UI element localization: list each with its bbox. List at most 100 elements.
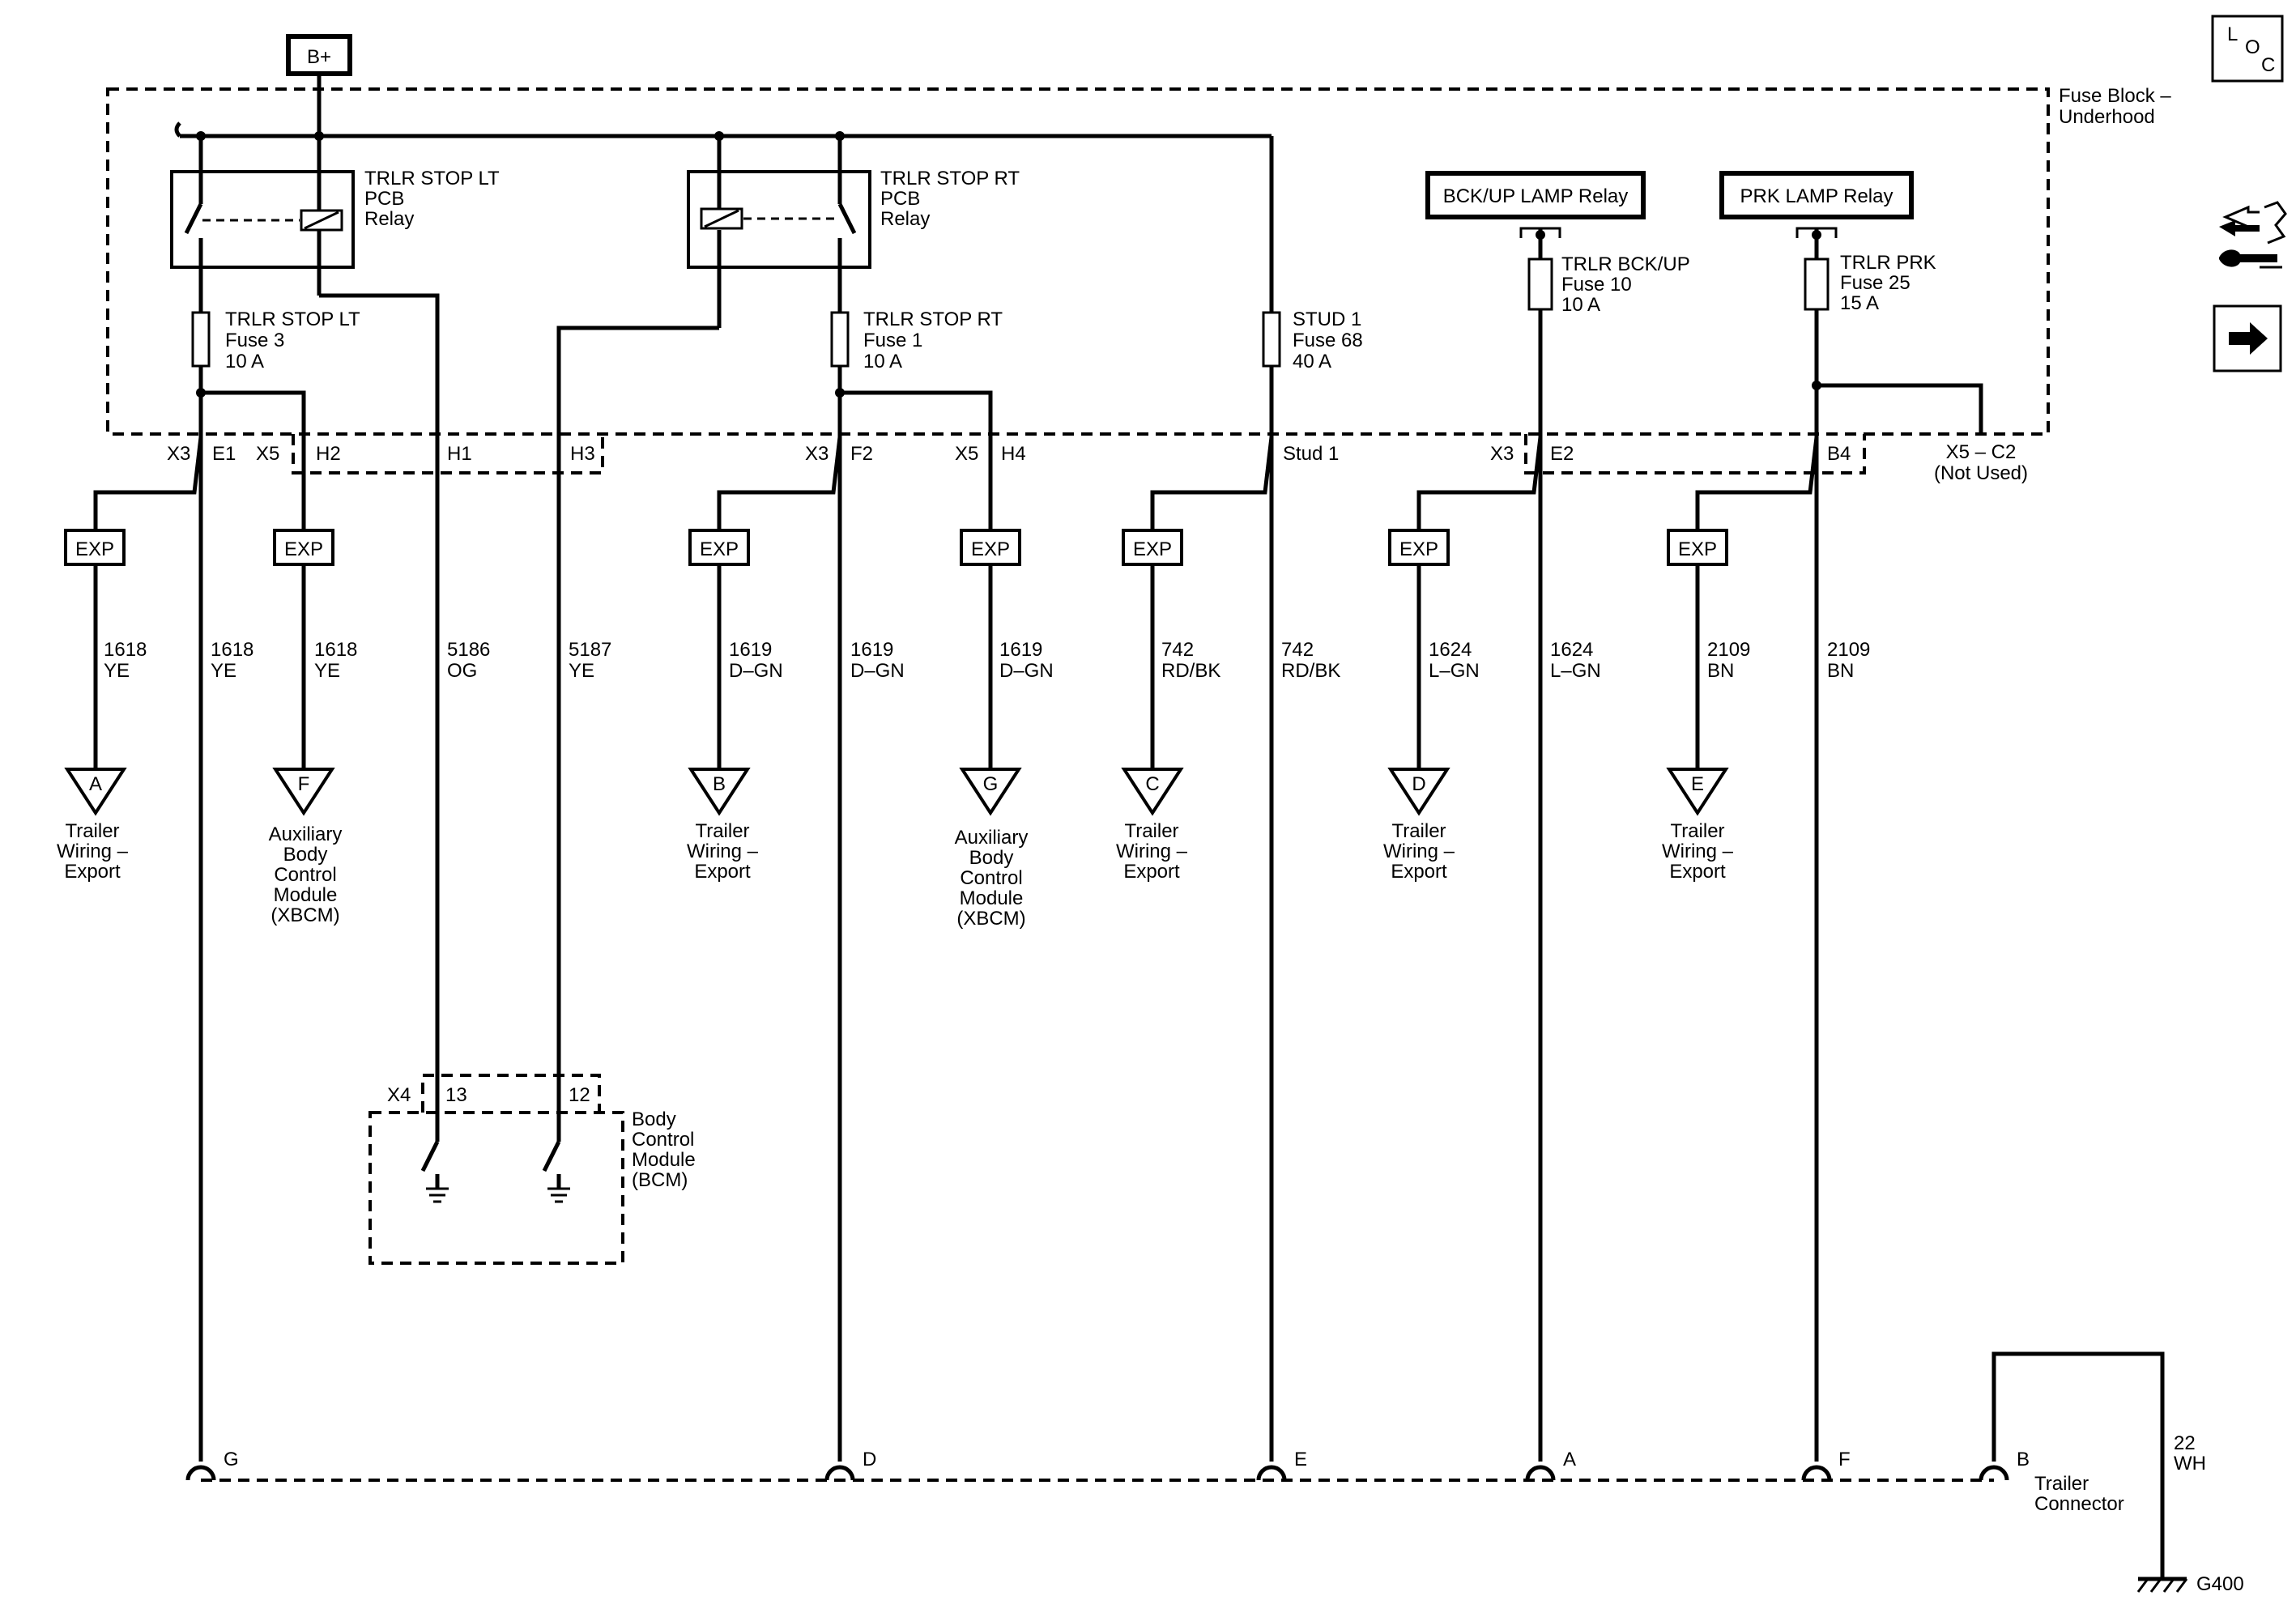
fuse-68-l2: Fuse 68 <box>1293 330 1363 351</box>
svg-text:YE: YE <box>211 660 236 682</box>
svg-text:G: G <box>983 773 999 795</box>
conn-h3: H3 <box>570 443 595 465</box>
dest-f-arrow: F Auxiliary Body Control Module (XBCM) <box>269 768 343 926</box>
svg-text:Export: Export <box>1669 861 1726 883</box>
svg-text:BN: BN <box>1827 660 1854 682</box>
svg-text:Trailer: Trailer <box>1670 820 1724 842</box>
exp-e: EXP <box>1667 529 1728 769</box>
fuse-1 <box>830 311 850 368</box>
fuse-10-l2: Fuse 10 <box>1561 274 1632 296</box>
svg-text:Export: Export <box>694 861 751 883</box>
conn-x3-a: X3 <box>167 443 190 465</box>
conn-stud1: Stud 1 <box>1283 443 1339 465</box>
svg-text:1618: 1618 <box>104 639 147 661</box>
conn-h1: H1 <box>447 443 472 465</box>
conn-not-used: (Not Used) <box>1934 462 2028 484</box>
svg-text:(XBCM): (XBCM) <box>956 908 1025 930</box>
svg-text:RD/BK: RD/BK <box>1161 660 1220 682</box>
svg-text:D: D <box>1412 773 1425 795</box>
trailer-pin-e: E <box>1294 1449 1307 1470</box>
svg-text:D–GN: D–GN <box>999 660 1054 682</box>
fuse-10 <box>1527 257 1553 311</box>
svg-text:L–GN: L–GN <box>1550 660 1601 682</box>
trailer-pin-d: D <box>863 1449 876 1470</box>
svg-text:L–GN: L–GN <box>1429 660 1480 682</box>
svg-text:L: L <box>2227 23 2238 45</box>
conn-x3-c: X3 <box>1490 443 1514 465</box>
svg-text:1618: 1618 <box>211 639 253 661</box>
svg-text:D–GN: D–GN <box>729 660 783 682</box>
fuse-3-l1: TRLR STOP LT <box>225 309 360 330</box>
exp-g: EXP <box>960 529 1021 769</box>
svg-text:Auxiliary: Auxiliary <box>955 827 1029 849</box>
bcm-outline <box>368 1111 624 1265</box>
relay-stop-lt-l3: Relay <box>364 208 414 230</box>
fuse-1-l2: Fuse 1 <box>863 330 922 351</box>
dest-c-arrow: C Trailer Wiring – Export <box>1116 768 1188 883</box>
svg-text:F: F <box>298 773 310 795</box>
relay-prk-lamp-label: PRK LAMP Relay <box>1740 185 1893 207</box>
ground-symbol <box>2136 1577 2188 1593</box>
svg-text:Module: Module <box>960 887 1024 909</box>
exp-f: EXP <box>273 529 334 769</box>
conn-h4: H4 <box>1001 443 1026 465</box>
dest-d-arrow: D Trailer Wiring – Export <box>1383 768 1455 883</box>
power-source-label: B+ <box>307 46 331 68</box>
svg-text:Auxiliary: Auxiliary <box>269 823 343 845</box>
fuse-10-l3: 10 A <box>1561 294 1600 316</box>
trailer-pin-a: A <box>1563 1449 1576 1470</box>
svg-text:2109: 2109 <box>1827 639 1870 661</box>
svg-text:5187: 5187 <box>569 639 611 661</box>
svg-text:Export: Export <box>64 861 121 883</box>
svg-text:A: A <box>89 773 102 795</box>
exp-b: EXP <box>688 529 750 769</box>
svg-text:(XBCM): (XBCM) <box>270 904 339 926</box>
svg-text:RD/BK: RD/BK <box>1281 660 1340 682</box>
trailer-pin-b: B <box>2017 1449 2030 1470</box>
bcm-pin-13: 13 <box>445 1084 467 1106</box>
svg-text:1619: 1619 <box>999 639 1042 661</box>
relay-prk-lamp <box>1719 171 1914 219</box>
fuse-25-l1: TRLR PRK <box>1840 252 1936 274</box>
svg-text:Wiring –: Wiring – <box>57 840 129 862</box>
fuse-68-l1: STUD 1 <box>1293 309 1361 330</box>
relay-bckup-lamp <box>1425 171 1646 219</box>
svg-text:Wiring –: Wiring – <box>1383 840 1455 862</box>
svg-text:EXP: EXP <box>284 538 323 560</box>
svg-text:Export: Export <box>1391 861 1447 883</box>
svg-text:742: 742 <box>1281 639 1314 661</box>
svg-text:YE: YE <box>569 660 594 682</box>
svg-text:1618: 1618 <box>314 639 357 661</box>
svg-text:Trailer: Trailer <box>1391 820 1446 842</box>
loc-icon[interactable]: L O C <box>2211 15 2284 83</box>
fuse-block-label-1: Fuse Block – <box>2059 85 2171 107</box>
bcm-conn-x4: X4 <box>387 1084 411 1106</box>
conn-x5-b: X5 <box>955 443 978 465</box>
svg-text:O: O <box>2245 36 2260 58</box>
svg-text:Body: Body <box>969 847 1014 869</box>
next-arrow-icon[interactable] <box>2213 304 2282 372</box>
relay-bckup-lamp-label: BCK/UP LAMP Relay <box>1443 185 1629 207</box>
fuse-25-l2: Fuse 25 <box>1840 272 1910 294</box>
fuse-3-l2: Fuse 3 <box>225 330 284 351</box>
svg-text:1624: 1624 <box>1550 639 1593 661</box>
svg-text:Body: Body <box>283 844 328 866</box>
svg-text:5186: 5186 <box>447 639 490 661</box>
connector-wrench-icon[interactable] <box>2219 201 2287 269</box>
svg-text:EXP: EXP <box>971 538 1010 560</box>
svg-text:Wiring –: Wiring – <box>1662 840 1734 862</box>
svg-text:EXP: EXP <box>1678 538 1717 560</box>
svg-text:2109: 2109 <box>1707 639 1750 661</box>
dest-b-arrow: B Trailer Wiring – Export <box>687 768 759 883</box>
fuse-68-l3: 40 A <box>1293 351 1331 372</box>
fuse-25 <box>1804 257 1830 311</box>
